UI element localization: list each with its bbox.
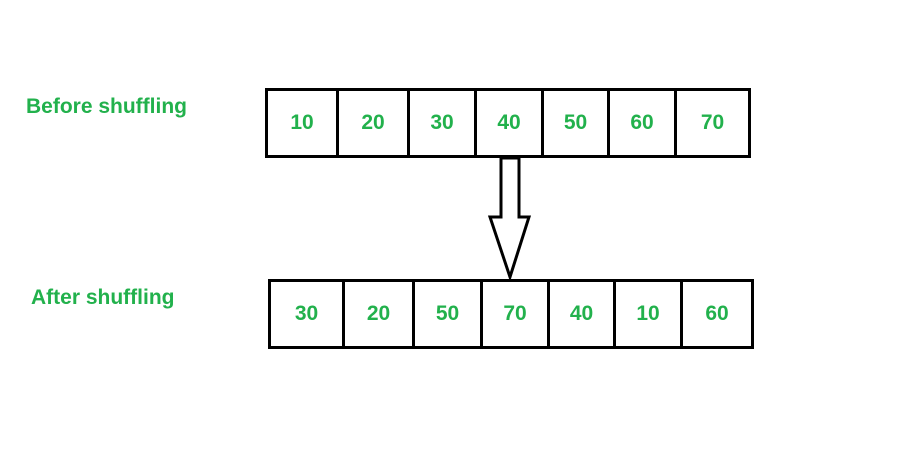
after-array: 30 20 50 70 40 10 60 bbox=[268, 279, 754, 349]
before-cell: 60 bbox=[610, 91, 677, 155]
after-cell: 60 bbox=[705, 302, 729, 325]
before-cell: 50 bbox=[544, 91, 610, 155]
after-label: After shuffling bbox=[31, 286, 175, 309]
before-cell: 30 bbox=[410, 91, 477, 155]
before-cell: 10 bbox=[268, 91, 339, 155]
after-cell: 50 bbox=[415, 282, 483, 346]
after-cell: 40 bbox=[550, 282, 616, 346]
after-cell: 20 bbox=[345, 282, 415, 346]
down-arrow-shape bbox=[487, 156, 532, 282]
after-cell: 70 bbox=[483, 282, 550, 346]
before-cell: 70 bbox=[700, 111, 725, 134]
before-label: Before shuffling bbox=[26, 95, 187, 118]
after-cell: 10 bbox=[616, 282, 683, 346]
after-cell: 30 bbox=[271, 282, 345, 346]
before-cell: 40 bbox=[477, 91, 544, 155]
before-cell: 20 bbox=[339, 91, 410, 155]
